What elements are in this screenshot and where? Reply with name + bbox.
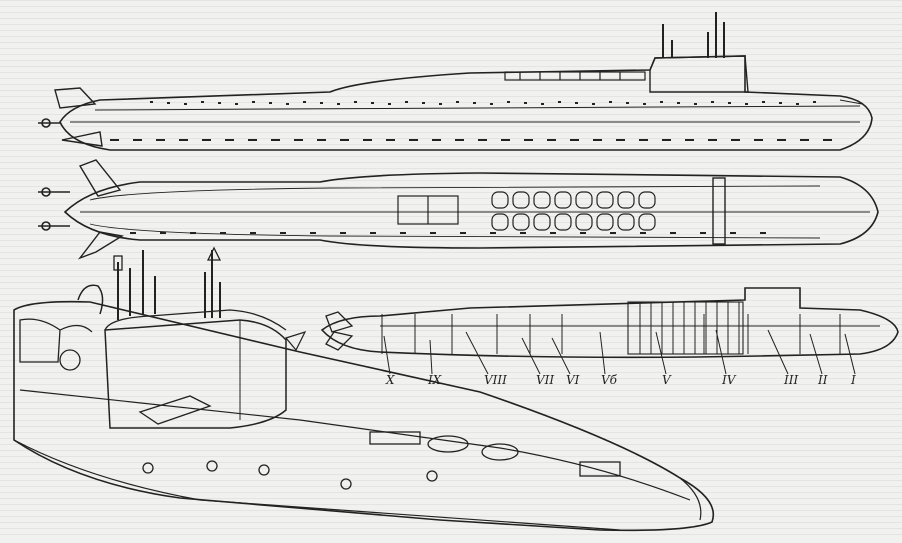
perspective-hydroplane xyxy=(138,395,212,425)
compartment-pointer xyxy=(844,333,856,375)
top-missile-tubes xyxy=(130,191,766,234)
side-masts xyxy=(662,12,725,58)
top-stern-fin-upper xyxy=(78,159,122,197)
compartment-pointer xyxy=(551,337,571,375)
compartment-label-4: VI xyxy=(566,373,580,387)
compartment-pointer xyxy=(809,333,823,375)
side-profile-view xyxy=(38,12,873,151)
cutaway-hull-outline xyxy=(320,287,899,359)
top-hull-outline xyxy=(63,172,879,249)
compartment-pointer xyxy=(767,329,789,375)
cutaway-tube-lines xyxy=(380,302,880,354)
perspective-hull xyxy=(13,300,714,532)
side-sail xyxy=(649,55,749,93)
compartment-label-8: III xyxy=(783,373,798,387)
cutaway-stern-fin xyxy=(325,311,354,333)
perspective-loop xyxy=(77,284,104,315)
perspective-sail xyxy=(104,319,287,429)
compartment-pointer xyxy=(715,329,727,375)
compartment-label-9: II xyxy=(817,373,828,387)
perspective-masts xyxy=(113,246,222,320)
compartment-pointer xyxy=(465,331,489,375)
compartment-label-1: IX xyxy=(427,373,442,387)
side-missile-deck xyxy=(504,71,646,81)
perspective-view xyxy=(13,246,714,532)
compartment-label-10: I xyxy=(850,373,856,387)
top-stern-fin-lower xyxy=(77,231,124,260)
compartment-pointer xyxy=(521,337,541,375)
compartment-pointer xyxy=(599,331,606,375)
compartment-label-3: VII xyxy=(536,373,554,387)
compartment-label-6: V xyxy=(662,373,672,387)
compartment-pointer xyxy=(429,339,433,375)
compartment-label-7: IV xyxy=(721,373,737,387)
top-plan-view xyxy=(38,159,879,260)
side-stern-fin xyxy=(54,87,97,109)
cutaway-missile-section xyxy=(627,301,744,355)
compartment-label-5: Vб xyxy=(601,373,618,387)
compartment-label-0: X xyxy=(385,373,395,387)
compartment-label-2: VIII xyxy=(484,373,507,387)
side-hull-outline xyxy=(59,55,873,151)
perspective-deck-hatches xyxy=(142,431,621,490)
top-sail xyxy=(712,177,726,245)
compartment-pointer xyxy=(655,331,667,375)
compartment-pointer xyxy=(383,335,391,375)
cutaway-view xyxy=(320,287,899,359)
